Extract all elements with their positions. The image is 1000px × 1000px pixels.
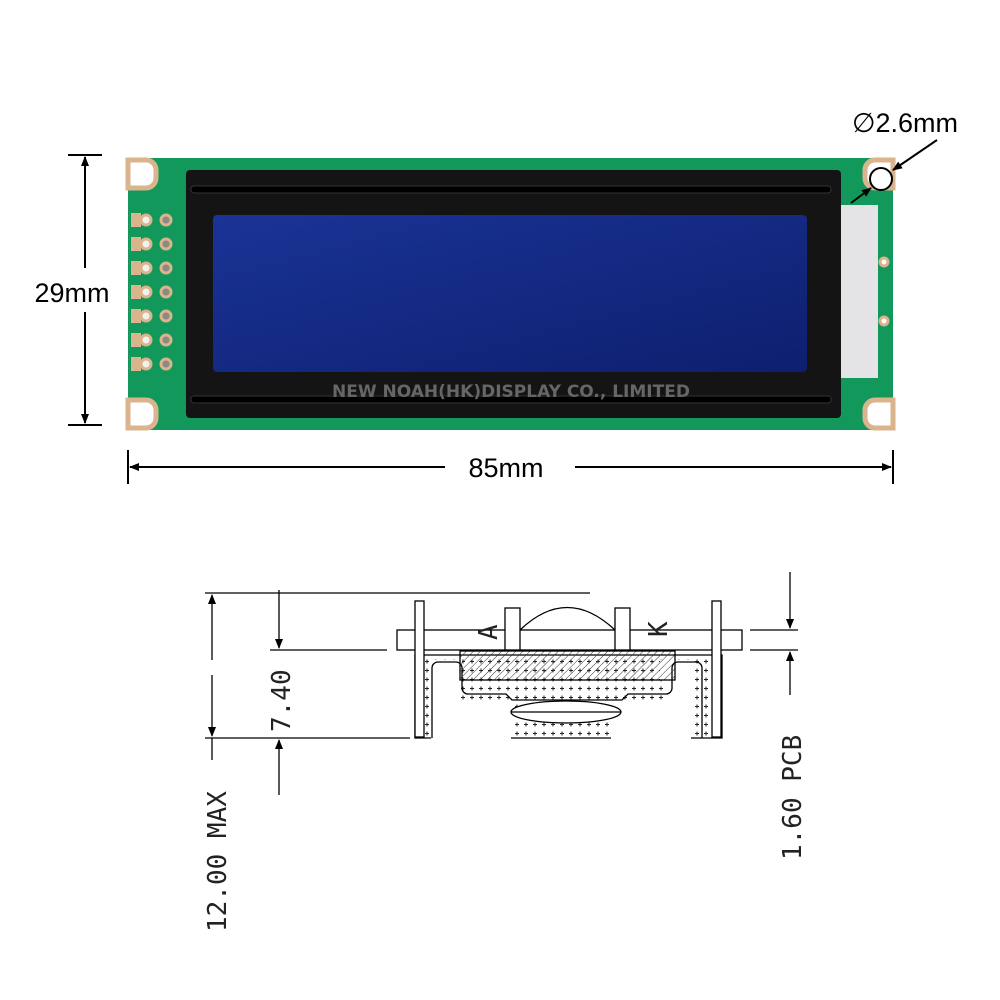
pin-hole [139, 213, 153, 227]
hole-indicator-circle [869, 167, 893, 191]
pin-hole [159, 309, 173, 323]
width-dimension: 85mm [127, 450, 894, 484]
pin-hole [159, 237, 173, 251]
anode-label: A [474, 624, 504, 640]
module-height-label: 7.40 [267, 669, 297, 732]
pin-hole [159, 213, 173, 227]
edge-pad [131, 237, 141, 251]
pin-header [131, 213, 173, 371]
watermark: NEW NOAH(HK)DISPLAY CO., LIMITED [332, 382, 690, 402]
edge-pad [131, 213, 141, 227]
pcb-thickness-label: 1.60 PCB [778, 735, 808, 860]
lcd-module-photo: NEW NOAH(HK)DISPLAY CO., LIMITED [125, 157, 896, 431]
pin-hole [159, 261, 173, 275]
lcd-screen [213, 215, 807, 372]
pin-hole [139, 237, 153, 251]
pin-hole [139, 333, 153, 347]
edge-pad [131, 357, 141, 371]
height-label: 29mm [34, 278, 109, 308]
max-height-label: 12.00 MAX [203, 791, 233, 932]
edge-pad [131, 261, 141, 275]
side-view-drawing [205, 572, 798, 795]
edge-pad [131, 309, 141, 323]
width-label: 85mm [468, 453, 543, 483]
edge-pad [131, 285, 141, 299]
pin-hole [159, 333, 173, 347]
edge-pad [131, 333, 141, 347]
backlight-tab [836, 205, 878, 378]
hole-diameter-label: ∅2.6mm [852, 108, 958, 138]
pin-hole [139, 357, 153, 371]
pin-hole [139, 261, 153, 275]
pin-hole [159, 285, 173, 299]
pin-hole [139, 285, 153, 299]
pin-hole [159, 357, 173, 371]
pin-hole [139, 309, 153, 323]
height-dimension: 29mm [34, 154, 110, 426]
cathode-label: K [644, 621, 674, 637]
